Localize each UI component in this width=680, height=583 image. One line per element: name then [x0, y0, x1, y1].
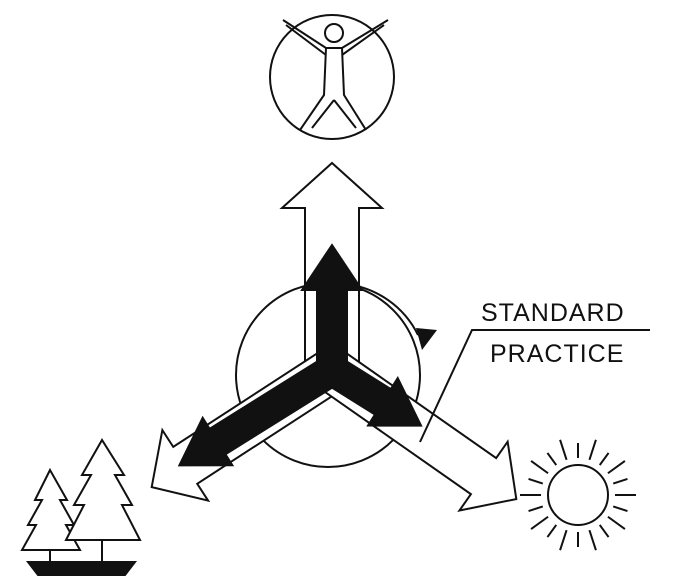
black-arrow-up [300, 243, 364, 371]
sun-ray [559, 529, 568, 551]
rotation-arrowhead-icon [416, 328, 437, 350]
sun-ray [588, 439, 597, 461]
sun-ray [559, 439, 568, 461]
sun-ray [546, 524, 558, 538]
sun-ray [546, 452, 558, 466]
sun-ray [607, 460, 626, 475]
sun-ray [607, 515, 626, 530]
sun-ray [530, 515, 549, 530]
sun-ray [588, 529, 597, 551]
trees-icon [20, 438, 142, 576]
label-practice: PRACTICE [490, 340, 624, 368]
human-figure-icon [269, 14, 395, 140]
label-leader-line [419, 329, 650, 443]
sun-ray [530, 460, 549, 475]
sun-ray [598, 524, 610, 538]
black-arrow-left [177, 355, 342, 467]
black-arrow-right [322, 355, 423, 427]
sun-ray [612, 477, 628, 485]
sun-ray [612, 505, 628, 513]
sun-ray [598, 452, 610, 466]
label-standard: STANDARD [481, 299, 625, 327]
sun-ray [528, 477, 544, 485]
sun-icon [520, 439, 636, 551]
sun-ray [528, 505, 544, 513]
